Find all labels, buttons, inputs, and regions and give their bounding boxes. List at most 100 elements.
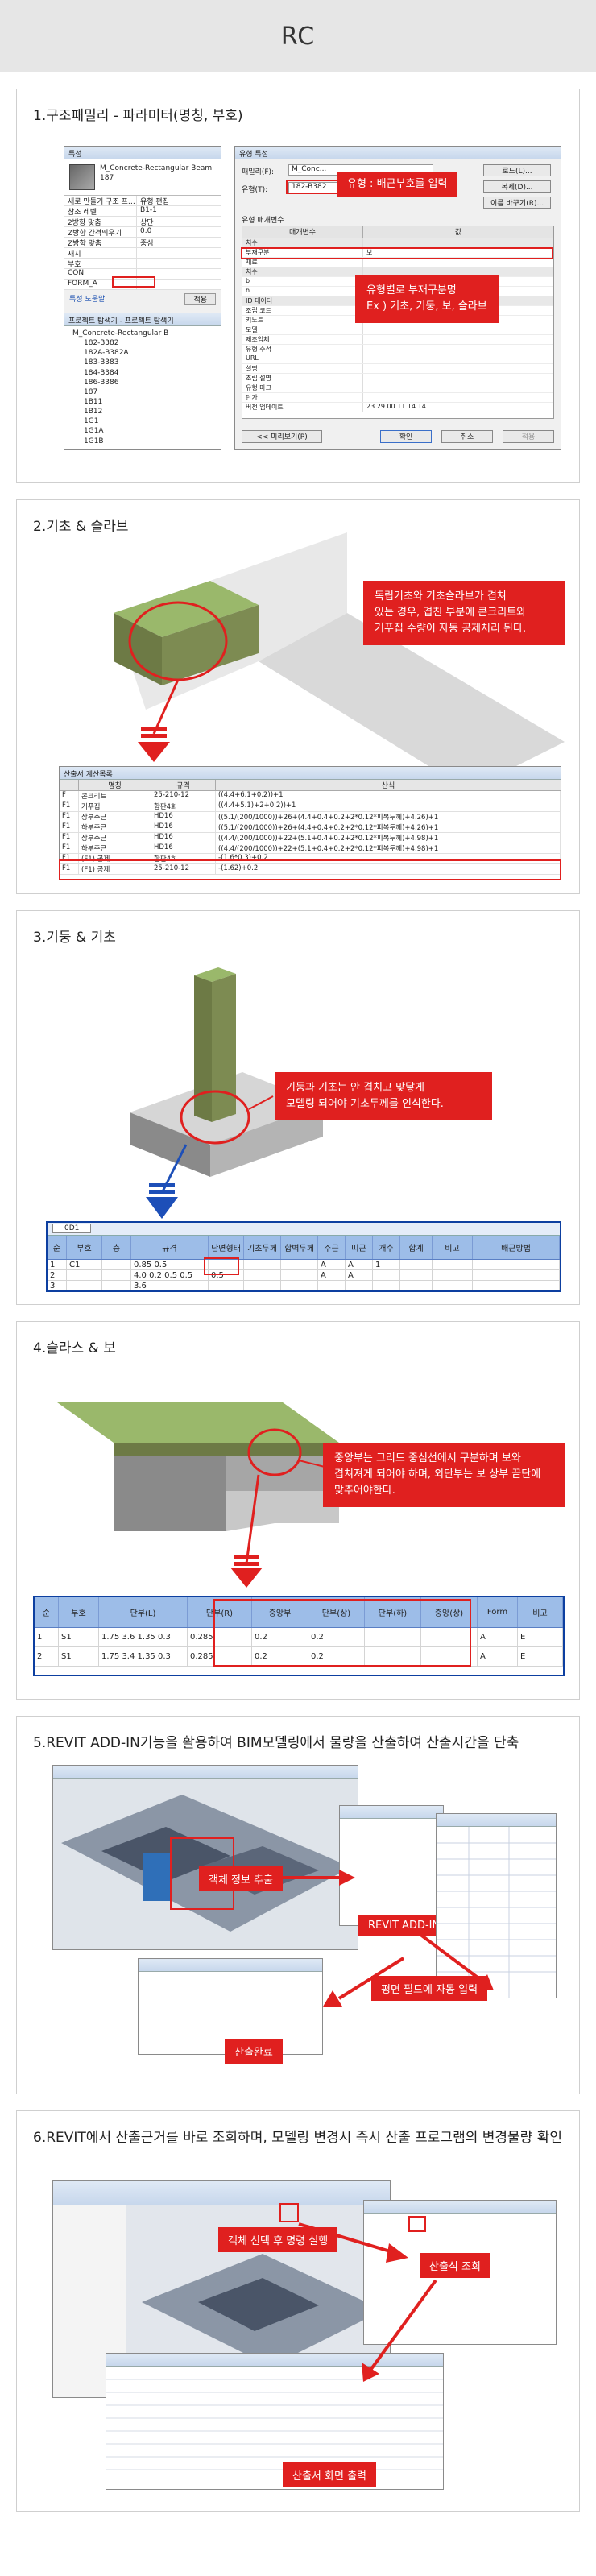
grid-header-cell: 단부(L) bbox=[99, 1597, 188, 1627]
grid-cell bbox=[400, 1260, 433, 1269]
family-type: 187 bbox=[100, 173, 114, 182]
table-cell: ((4.4+6.1+0.2))+1 bbox=[216, 791, 561, 801]
param-row[interactable]: 유형 마크 bbox=[242, 383, 553, 393]
tree-item[interactable]: 182A-B382A bbox=[84, 349, 129, 358]
revit-toolbar bbox=[53, 1766, 358, 1779]
rename-button[interactable]: 이름 바꾸기(R)... bbox=[483, 197, 551, 209]
table-cell: F1 bbox=[60, 833, 79, 843]
param-row[interactable]: 단가 bbox=[242, 393, 553, 403]
callout-line: 겹쳐져게 되어야 하며, 외단부는 보 상부 끝단에 bbox=[334, 1468, 541, 1481]
duplicate-button[interactable]: 복제(D)... bbox=[483, 180, 551, 193]
tree-item[interactable]: 182-B382 bbox=[84, 339, 119, 348]
grid-header-cell: 규격 bbox=[131, 1236, 209, 1259]
calc-sheet-title bbox=[106, 2354, 443, 2367]
param-caption: 유형 매개변수 bbox=[242, 217, 284, 225]
tree-item[interactable]: M_Concrete-Rectangular B bbox=[72, 329, 169, 338]
property-row[interactable]: FORM_A bbox=[64, 280, 221, 290]
param-row[interactable]: 설명 bbox=[242, 364, 553, 374]
tree-item[interactable]: 187 bbox=[84, 387, 98, 396]
window-title: 특성 bbox=[64, 147, 221, 159]
tree-item[interactable]: 1B12 bbox=[84, 408, 103, 416]
grid-cell bbox=[433, 1270, 473, 1280]
grid-header-cell: 중앙(상) bbox=[421, 1597, 478, 1627]
grid-header-cell: 단면형태 bbox=[209, 1236, 244, 1259]
property-value bbox=[137, 248, 221, 258]
property-key: 2방향 맞춤 bbox=[64, 217, 137, 226]
tree-item[interactable]: 183-B383 bbox=[84, 358, 119, 367]
tree-item[interactable]: 1B11 bbox=[84, 397, 103, 406]
tree-item[interactable]: 1G1 bbox=[84, 417, 99, 426]
property-row[interactable]: 부호 bbox=[64, 259, 221, 269]
param-value bbox=[363, 374, 553, 383]
property-row[interactable]: CON bbox=[64, 269, 221, 280]
family-selector[interactable]: M_Concrete-Rectangular Beam 187 bbox=[64, 159, 221, 196]
grid-cell bbox=[244, 1270, 281, 1280]
cancel-button[interactable]: 취소 bbox=[441, 430, 493, 443]
type-label: 유형(T): bbox=[242, 186, 268, 194]
section-structure-family: 1.구조패밀리 - 파라미터(명칭, 부호) 특성 M_Concrete-Rec… bbox=[16, 89, 580, 483]
lookup-dialog-title bbox=[364, 2201, 556, 2214]
preview-button[interactable]: << 미리보기(P) bbox=[242, 430, 322, 443]
load-button[interactable]: 로드(L)... bbox=[483, 164, 551, 176]
section-footing-slab: 2.기초 & 슬라브 독립기초와 기초슬라브가 겹쳐 있는 경우, 겹친 부분에… bbox=[16, 499, 580, 894]
table-cell: 상부주근 bbox=[79, 812, 151, 822]
tree-item[interactable]: 1G1B bbox=[84, 437, 104, 445]
table-cell: 상부주근 bbox=[79, 833, 151, 843]
param-row[interactable]: URL bbox=[242, 354, 553, 364]
tree-item[interactable]: 186-B386 bbox=[84, 378, 119, 387]
ribbon-command-highlight bbox=[279, 2203, 299, 2222]
table-cell: HD16 bbox=[151, 843, 216, 853]
grid-cell bbox=[400, 1281, 433, 1290]
property-key: Z방향 맞춤 bbox=[64, 238, 137, 247]
grid-cell bbox=[421, 1647, 478, 1666]
type-apply-button[interactable]: 적용 bbox=[503, 430, 554, 443]
grid-header-cell: 부호 bbox=[67, 1236, 102, 1259]
ok-button[interactable]: 확인 bbox=[380, 430, 432, 443]
param-row[interactable]: 제조업체 bbox=[242, 335, 553, 345]
callout-line: 맞추어야한다. bbox=[334, 1485, 395, 1497]
property-row[interactable]: 새로 만들기 구조 프…유형 편집 bbox=[64, 196, 221, 206]
grid-cell: 0.2 bbox=[308, 1628, 365, 1646]
floor-combo[interactable]: 0D1 bbox=[52, 1224, 92, 1233]
param-row[interactable]: 모델 bbox=[242, 325, 553, 335]
grid-header-cell: 단부(R) bbox=[188, 1597, 252, 1627]
param-row[interactable]: 재료 bbox=[242, 258, 553, 267]
property-key: 부호 bbox=[64, 259, 137, 268]
property-row[interactable]: 재지 bbox=[64, 248, 221, 259]
properties-help-link[interactable]: 특성 도움말 bbox=[69, 296, 106, 304]
apply-button[interactable]: 적용 bbox=[184, 293, 216, 305]
callout-line: 거푸집 수량이 자동 공제처리 된다. bbox=[375, 623, 527, 636]
param-row[interactable]: 유형 주석 bbox=[242, 345, 553, 354]
grid-header-cell: 중앙부 bbox=[252, 1597, 308, 1627]
grid-cell bbox=[102, 1260, 131, 1269]
table-cell: (F1) 공제 bbox=[79, 864, 151, 874]
grid-cell bbox=[365, 1647, 421, 1666]
grid-cell bbox=[346, 1281, 373, 1290]
grid-cell bbox=[209, 1281, 244, 1290]
calc-list-header: 명칭 규격 산식 bbox=[60, 780, 561, 791]
grid-cell bbox=[473, 1260, 560, 1269]
param-name: h bbox=[242, 287, 363, 296]
grid-cell: 0.285 bbox=[188, 1647, 252, 1666]
tree-item[interactable]: 1G1A bbox=[84, 427, 104, 436]
tree-item[interactable]: 184-B384 bbox=[84, 368, 119, 377]
param-row[interactable]: 조립 설명 bbox=[242, 374, 553, 383]
grid-cell: 2 bbox=[35, 1647, 59, 1666]
